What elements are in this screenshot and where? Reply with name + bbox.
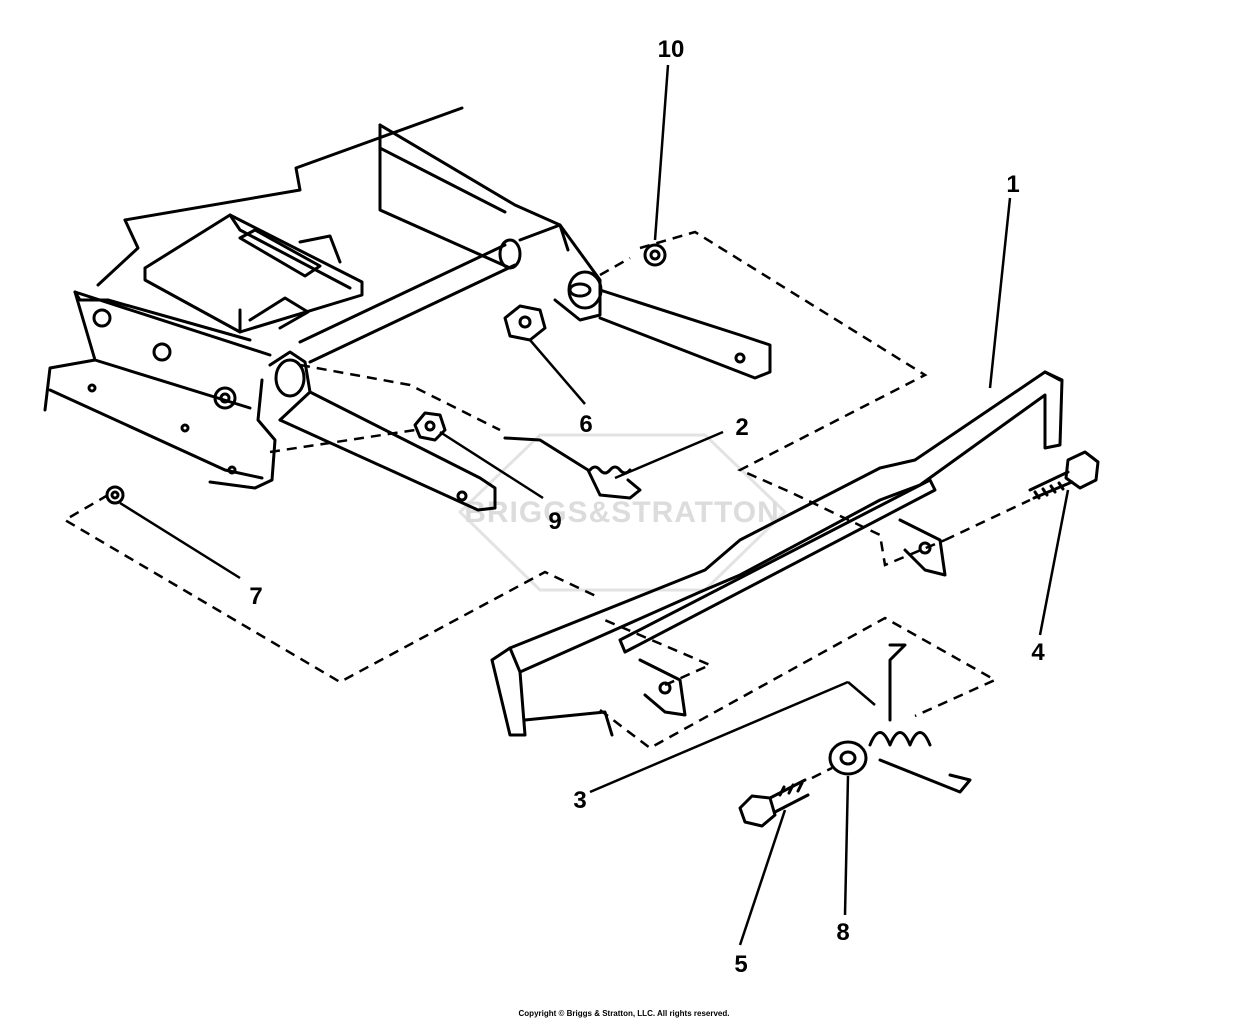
rock-shaft <box>298 238 522 364</box>
callouts: 1 2 3 4 5 6 7 8 9 10 <box>249 36 1045 978</box>
alignment-lines <box>62 230 1031 780</box>
callout-4: 4 <box>1031 639 1045 666</box>
callout-5: 5 <box>734 951 747 978</box>
callout-1: 1 <box>1006 171 1019 198</box>
lift-arm-front <box>268 350 497 512</box>
hanger-bracket <box>490 370 1064 737</box>
callout-2: 2 <box>735 414 748 441</box>
spring-wire <box>208 378 642 500</box>
callout-6: 6 <box>579 411 592 438</box>
leader-lines <box>119 64 1070 946</box>
frame-assembly <box>43 106 570 480</box>
callout-10: 10 <box>658 36 685 63</box>
fasteners <box>105 243 1100 828</box>
callout-7: 7 <box>249 583 262 610</box>
callout-3: 3 <box>573 787 586 814</box>
callout-8: 8 <box>836 919 849 946</box>
watermark: BRIGGS&STRATTON <box>457 433 788 592</box>
copyright-notice: Copyright © Briggs & Stratton, LLC. All … <box>518 1009 730 1018</box>
lift-arm-rear <box>518 223 772 380</box>
watermark-text: BRIGGS&STRATTON <box>464 496 780 529</box>
callout-9: 9 <box>548 508 561 535</box>
